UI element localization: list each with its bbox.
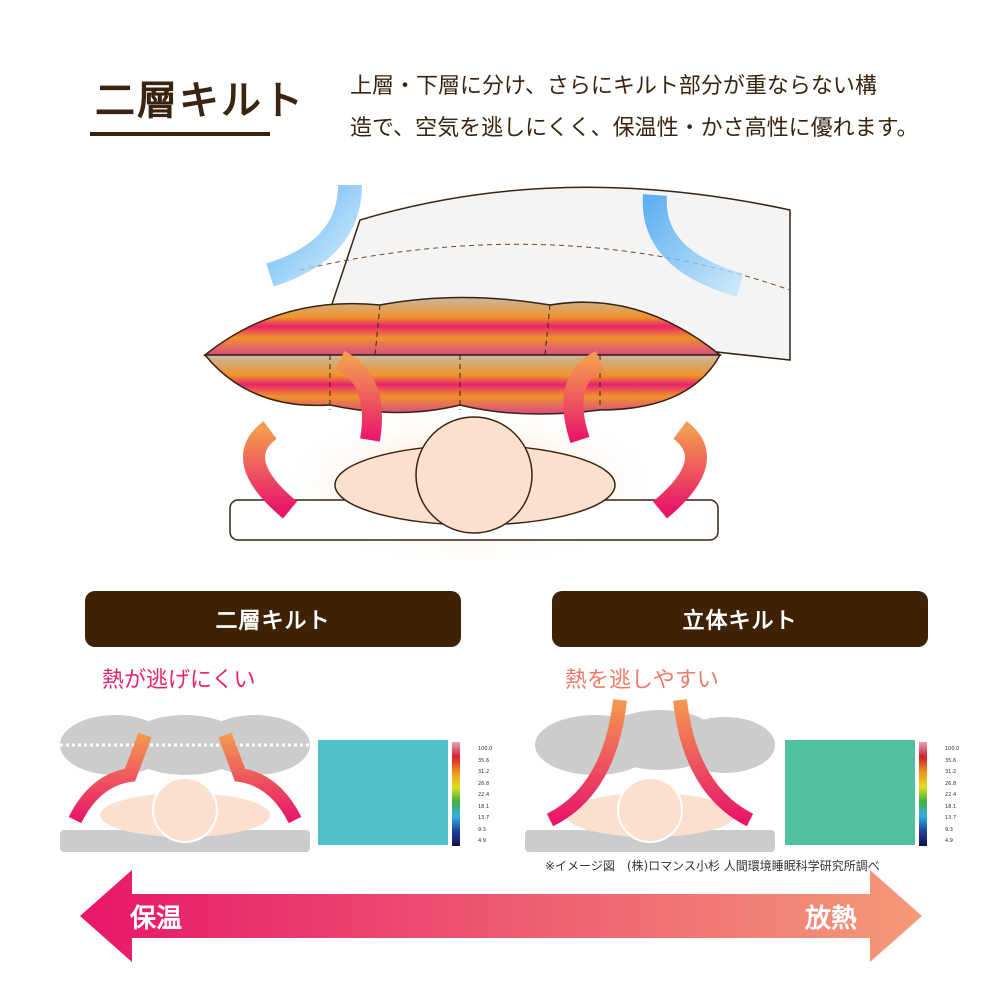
scale-label: 22.4 <box>478 792 490 798</box>
label-heat-release: 放熱 <box>805 904 858 934</box>
caption: ※イメージ図 (株)ロマンス小杉 人間環境睡眠科学研究所調べ <box>545 859 880 873</box>
scale-label: 35.6 <box>478 757 490 764</box>
scale-label: 18.1 <box>478 803 490 810</box>
scale-label: 26.8 <box>478 780 490 787</box>
label-warmth: 保温 <box>130 904 183 934</box>
description: 上層・下層に分け、さらにキルト部分が重ならない構 造で、空気を逃しにくく、保温性… <box>350 66 950 150</box>
title-underline <box>90 132 270 136</box>
scale-label: 31.2 <box>478 769 490 775</box>
scale-label: 100.0 <box>478 746 493 752</box>
scale-label: 13.7 <box>945 815 957 821</box>
note-two-layer: 熱が逃げにくい <box>102 668 256 693</box>
scale-labels: 100.0 35.6 31.2 26.8 22.4 18.1 13.7 9.3 4.9 <box>478 744 492 848</box>
color-scale-bar <box>452 742 460 846</box>
label-two-layer-quilt: 二層キルト <box>85 591 461 647</box>
scale-label: 100.0 <box>945 746 960 752</box>
3d-quilt-diagram <box>525 699 775 852</box>
thermal-image-two-layer <box>318 740 448 845</box>
note-3d: 熱を逃しやすい <box>565 668 719 693</box>
two-layer-diagram <box>60 715 310 852</box>
scale-label: 22.4 <box>945 792 957 798</box>
scale-label: 13.7 <box>478 815 490 821</box>
page-title: 二層キルト <box>95 78 305 124</box>
warmth-scale-arrow <box>80 870 922 962</box>
description-line: 上層・下層に分け、さらにキルト部分が重ならない構 <box>350 74 877 99</box>
scale-label: 18.1 <box>945 803 957 810</box>
scale-label: 31.2 <box>945 769 957 775</box>
quilt-illustration <box>202 184 791 565</box>
color-scale-bar <box>919 742 927 846</box>
scale-labels: 100.0 35.6 31.2 26.8 22.4 18.1 13.7 9.3 4.9 <box>945 744 959 848</box>
scale-label: 35.6 <box>945 757 957 764</box>
scale-label: 9.3 <box>478 826 486 833</box>
scale-label: 9.3 <box>945 826 953 833</box>
thermal-image-3d <box>785 740 915 845</box>
label-3d-quilt: 立体キルト <box>552 591 928 647</box>
scale-label: 4.9 <box>478 838 486 844</box>
description-line: 造で、空気を逃しにくく、保温性・かさ高性に優れます。 <box>350 116 919 141</box>
scale-label: 26.8 <box>945 780 957 787</box>
scale-label: 4.9 <box>945 838 953 844</box>
